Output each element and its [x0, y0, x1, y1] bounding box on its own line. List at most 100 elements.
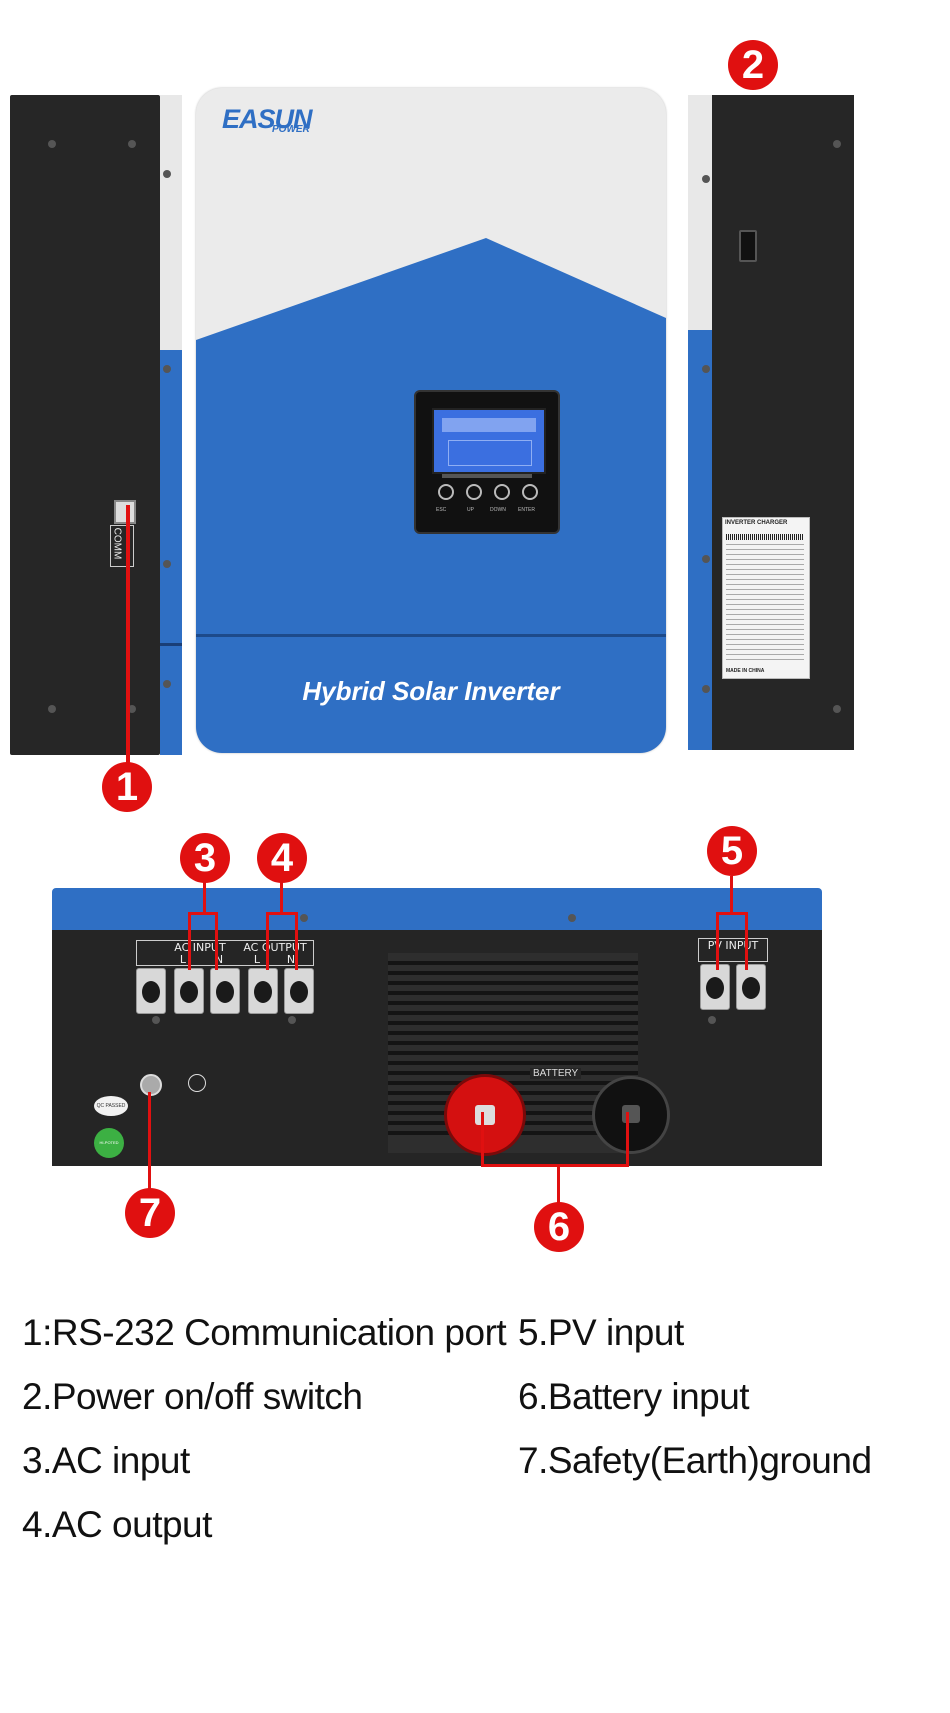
brand-sub: POWER [272, 124, 310, 135]
screw [833, 140, 841, 148]
hipot-sticker: HI-POTED PASS [94, 1128, 124, 1158]
leader-line-5-stem [730, 876, 733, 914]
leader-line-3-stem [203, 882, 206, 914]
rating-label: INVERTER CHARGER MADE IN CHINA [722, 517, 810, 679]
hipot-sticker-text: HI-POTED PASS [99, 1140, 119, 1145]
lcd-button-down[interactable] [494, 484, 510, 500]
legend-item-3: 3.AC input [22, 1440, 190, 1481]
legend-item-5: 5.PV input [518, 1312, 684, 1353]
lcd-button-label: ENTER [518, 507, 535, 513]
legend-item-4: 4.AC output [22, 1504, 212, 1545]
callout-4: 4 [257, 833, 307, 883]
barcode [726, 534, 804, 540]
earth-ground-bolt[interactable] [140, 1074, 162, 1096]
lcd-diagram [448, 440, 532, 466]
screw [288, 1016, 296, 1024]
leader-line-3-right [215, 912, 218, 970]
screw [163, 365, 171, 373]
leader-line-1 [126, 505, 130, 767]
leader-line-4-left [266, 912, 269, 970]
callout-2: 2 [728, 40, 778, 90]
screw [568, 914, 576, 922]
screw [702, 685, 710, 693]
lcd-button-enter[interactable] [522, 484, 538, 500]
legend-item-7: 7.Safety(Earth)ground [518, 1440, 872, 1481]
ac-input-l-terminal[interactable] [174, 968, 204, 1014]
lcd-status-bar [442, 474, 532, 478]
callout-6: 6 [534, 1202, 584, 1252]
ac-output-n-terminal[interactable] [284, 968, 314, 1014]
screw [702, 175, 710, 183]
right-side-edge-blue [688, 330, 712, 750]
battery-positive-terminal[interactable] [444, 1074, 526, 1156]
battery-negative-terminal[interactable] [592, 1076, 670, 1154]
lcd-button-up[interactable] [466, 484, 482, 500]
power-switch[interactable] [739, 230, 757, 262]
leader-line-3-left [188, 912, 191, 970]
ac-input-n-terminal[interactable] [210, 968, 240, 1014]
battery-bolt [622, 1105, 640, 1123]
terminal-letter: N [286, 953, 296, 966]
left-side-edge-white [160, 95, 182, 350]
brand-main: EASUN [222, 104, 313, 134]
ground-terminal[interactable] [136, 968, 166, 1014]
legend-item-1: 1:RS-232 Communication port [22, 1312, 507, 1353]
lcd-panel: ESC UP DOWN ENTER [414, 390, 560, 534]
rating-label-footer: MADE IN CHINA [726, 668, 765, 674]
battery-label: BATTERY [530, 1068, 582, 1079]
lcd-screen [432, 408, 546, 474]
screw [152, 1016, 160, 1024]
terminal-letter: L [179, 953, 187, 966]
screw [833, 705, 841, 713]
pv-terminal-header: PV INPUT [698, 938, 768, 962]
terminal-letter: N [214, 953, 224, 966]
leader-line-6-left [481, 1112, 484, 1166]
pv-negative-terminal[interactable] [736, 964, 766, 1010]
screw [128, 705, 136, 713]
lcd-button-label: DOWN [490, 507, 506, 513]
terminal-letter: L [253, 953, 261, 966]
rs232-port[interactable] [114, 500, 136, 524]
lcd-readout [442, 418, 536, 432]
left-side-view: COMM [10, 95, 182, 755]
callout-1: 1 [102, 762, 152, 812]
callout-7: 7 [125, 1188, 175, 1238]
comm-label: COMM [111, 527, 123, 560]
leader-line-5-left [716, 912, 719, 970]
qc-sticker: QC PASSED [94, 1096, 128, 1116]
legend-item-6: 6.Battery input [518, 1376, 750, 1417]
screw [128, 140, 136, 148]
screw [702, 365, 710, 373]
pv-input-label: PV INPUT [707, 939, 759, 952]
rating-text-lines [726, 544, 804, 664]
ac-output-label: AC OUTPUT [243, 941, 307, 954]
screw [702, 555, 710, 563]
leader-line-6-stem [557, 1164, 560, 1206]
pv-positive-terminal[interactable] [700, 964, 730, 1010]
legend-item-2: 2.Power on/off switch [22, 1376, 363, 1417]
lcd-button-label: ESC [436, 507, 447, 513]
left-side-edge-blue [160, 350, 182, 755]
comm-label-box: COMM [110, 525, 134, 567]
callout-5: 5 [707, 826, 757, 876]
screw [708, 1016, 716, 1024]
bottom-blue-band [52, 888, 822, 930]
ac-input-label: AC INPUT [174, 941, 226, 954]
lcd-button-esc[interactable] [438, 484, 454, 500]
right-side-view: INVERTER CHARGER MADE IN CHINA [688, 95, 854, 750]
screw [163, 170, 171, 178]
left-side-edge-line [160, 643, 182, 646]
front-view: EASUN POWER ESC UP DOWN ENTER Hybrid Sol… [196, 88, 666, 753]
ac-terminal-header: AC INPUT AC OUTPUT L N L N [136, 940, 314, 966]
leader-line-7 [148, 1092, 151, 1190]
battery-bolt [475, 1105, 495, 1125]
leader-line-6-bar [481, 1164, 629, 1167]
rating-label-title: INVERTER CHARGER [725, 520, 788, 526]
screw [48, 705, 56, 713]
ac-output-l-terminal[interactable] [248, 968, 278, 1014]
callout-3: 3 [180, 833, 230, 883]
screw [163, 680, 171, 688]
qc-sticker-text: QC PASSED [96, 1103, 126, 1109]
front-label: Hybrid Solar Inverter [302, 676, 560, 706]
leader-line-6-right [626, 1112, 629, 1166]
